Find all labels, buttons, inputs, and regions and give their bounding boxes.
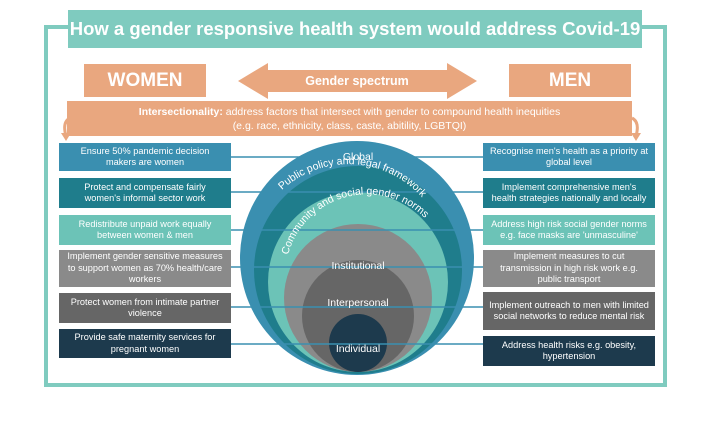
women-action-individual: Provide safe maternity services for preg… <box>59 329 231 358</box>
women-action-policy: Protect and compensate fairly women's in… <box>59 178 231 208</box>
men-action-individual: Address health risks e.g. obesity, hyper… <box>483 336 655 366</box>
right-arrowhead-icon <box>631 133 641 141</box>
individual-label: Individual <box>336 343 380 355</box>
women-label: WOMEN <box>84 64 206 97</box>
women-action-interpersonal: Protect women from intimate partner viol… <box>59 293 231 323</box>
men-action-community: Address high risk social gender norms e.… <box>483 215 655 245</box>
gender-spectrum-arrow <box>238 63 477 99</box>
interpersonal-label: Interpersonal <box>327 297 388 309</box>
global-label: Global <box>343 151 373 163</box>
men-action-institutional: Implement measures to cut transmission i… <box>483 250 655 287</box>
intersectionality-line: Intersectionality: address factors that … <box>67 105 632 119</box>
connectors <box>231 156 483 345</box>
women-action-community: Redistribute unpaid work equally between… <box>59 215 231 245</box>
women-action-global: Ensure 50% pandemic decision makers are … <box>59 143 231 171</box>
men-label: MEN <box>509 64 631 97</box>
intersectionality-heading: Intersectionality: <box>138 105 223 118</box>
intersectionality-text: address factors that intersect with gend… <box>222 105 561 118</box>
circle-individual <box>329 314 387 372</box>
gender-spectrum-label: Gender spectrum <box>305 74 409 88</box>
page-title: How a gender responsive health system wo… <box>68 10 642 48</box>
men-action-interpersonal: Implement outreach to men with limited s… <box>483 292 655 330</box>
institutional-label: Institutional <box>331 260 384 272</box>
men-action-global: Recognise men's health as a priority at … <box>483 143 655 171</box>
intersectionality-bar: Intersectionality: address factors that … <box>67 101 632 136</box>
women-action-institutional: Implement gender sensitive measures to s… <box>59 250 231 287</box>
intersectionality-examples: (e.g. race, ethnicity, class, caste, abi… <box>232 119 467 132</box>
men-action-policy: Implement comprehensive men's health str… <box>483 178 655 208</box>
